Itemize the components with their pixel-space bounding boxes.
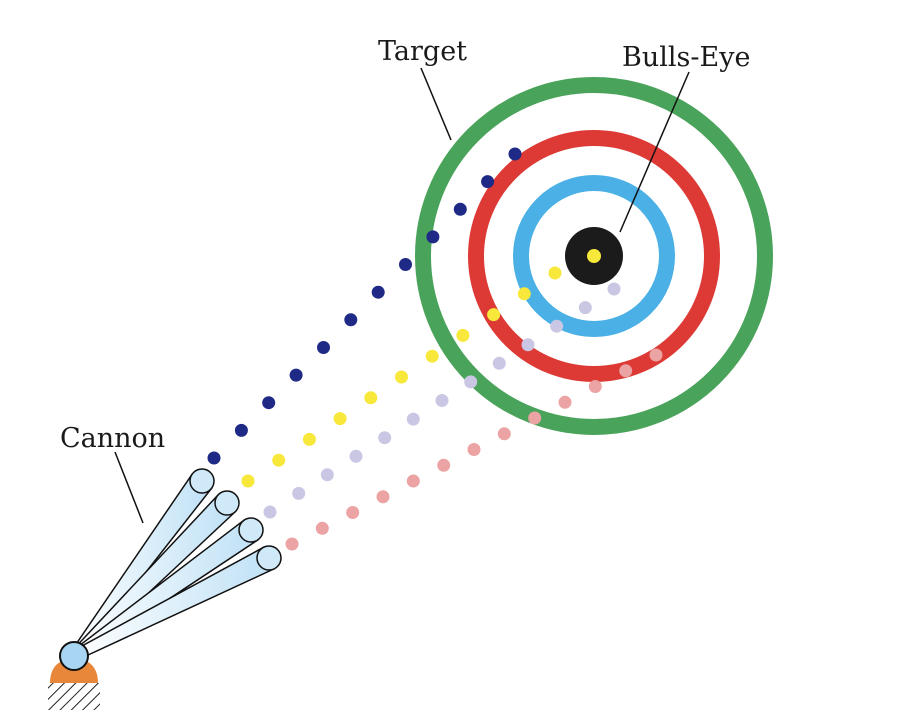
trajectory-2-dot: [241, 474, 255, 488]
trajectory-4-dot: [528, 411, 542, 425]
trajectory-4-dot: [467, 443, 481, 456]
trajectory-3-dot: [550, 319, 564, 333]
bulls-eye-leader-line: [619, 71, 690, 233]
trajectory-2-dot: [272, 453, 286, 467]
trajectory-2-dot: [302, 432, 316, 446]
trajectory-1-dot: [289, 368, 303, 382]
trajectory-1-dot: [344, 313, 358, 327]
trajectory-1-dot: [399, 258, 412, 271]
target-outer-ring: [415, 77, 773, 435]
trajectory-3-dot: [464, 375, 478, 389]
trajectory-4-dot: [315, 521, 329, 535]
trajectory-4-dot: [649, 348, 663, 362]
trajectory-1-dot: [426, 230, 440, 244]
bulls-eye-center: [587, 249, 601, 263]
trajectory-1-dot: [317, 341, 330, 354]
bulls-eye-label: Bulls-Eye: [622, 42, 750, 73]
trajectory-4-dot: [558, 395, 572, 409]
trajectory-2-dot: [517, 287, 531, 301]
trajectory-2-dot: [364, 391, 378, 405]
trajectory-3-dot: [349, 449, 363, 463]
trajectory-2-dot: [333, 412, 347, 426]
trajectory-4-dot: [346, 506, 360, 519]
trajectory-1-dot: [453, 202, 467, 216]
trajectory-1-dot: [234, 423, 248, 437]
cannon-pivot: [59, 641, 89, 671]
target: [415, 77, 773, 435]
cannon-barrels: [68, 468, 282, 662]
trajectory-4-dot: [497, 427, 511, 441]
trajectory-4-dot: [406, 474, 420, 488]
trajectory-2-dot: [548, 266, 562, 280]
trajectory-1-dot: [371, 285, 385, 299]
cannon-label: Cannon: [60, 423, 165, 454]
trajectory-4-dot: [285, 537, 299, 551]
trajectory-3-dot: [435, 394, 449, 407]
trajectory-1-dot: [508, 147, 522, 161]
trajectory-1-dot: [481, 175, 495, 189]
trajectory-2-dot: [425, 349, 439, 363]
trajectory-3-dot: [292, 486, 306, 500]
trajectory-3-dot: [263, 505, 277, 519]
trajectory-3-dot: [607, 282, 621, 296]
target-middle-ring: [468, 130, 720, 382]
trajectory-4-dot: [376, 490, 390, 504]
trajectory-4-dot: [619, 364, 633, 378]
trajectory-3-dot: [378, 431, 392, 445]
trajectories: [207, 147, 663, 551]
trajectory-1-dot: [207, 451, 221, 465]
trajectory-4-dot: [588, 380, 602, 393]
trajectory-2-dot: [487, 308, 501, 322]
trajectory-3-dot: [492, 356, 506, 370]
cannon-barrel-1: [68, 468, 215, 661]
trajectory-2-dot: [395, 370, 408, 384]
target-leader-line: [420, 67, 452, 141]
target-inner-ring: [513, 175, 675, 337]
target-label: Target: [378, 36, 467, 67]
trajectory-3-dot: [406, 412, 420, 426]
trajectory-4-dot: [437, 458, 451, 472]
trajectory-3-dot: [320, 468, 334, 482]
trajectory-1-dot: [262, 396, 276, 410]
cannon-leader-line: [114, 451, 144, 524]
cannon: [48, 468, 282, 710]
trajectory-2-dot: [456, 328, 470, 342]
trajectory-3-dot: [521, 338, 535, 352]
trajectory-3-dot: [578, 301, 592, 315]
